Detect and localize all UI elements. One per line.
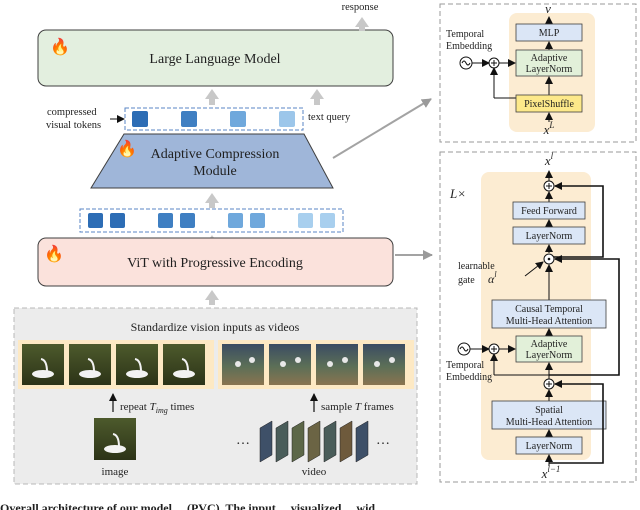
temporal-lower-2: Embedding [446,372,492,383]
llm-label: Large Language Model [149,52,280,67]
adaptive-layernorm-box-lower [515,335,583,363]
token-7 [298,213,313,228]
up-arrow-vit-tokens [205,193,219,208]
token-compressed-1 [132,111,148,127]
ellipsis-left: … [236,433,250,448]
visual-tokens-row [79,208,344,233]
image-frame-3 [116,344,158,385]
video-stack [259,420,369,463]
ellipsis-right: … [376,433,390,448]
flame-icon: 🔥 [50,37,70,56]
image-label: image [102,466,129,478]
figure-caption: Overall architecture of our model ... (P… [0,501,375,510]
adaptive-ln-lower-2: LayerNorm [526,350,573,361]
layer-repeat-label: L× [449,186,466,201]
token-2 [110,213,125,228]
token-4 [180,213,195,228]
compressed-label-1: compressed [47,107,97,118]
adaptive-layernorm-box [515,49,583,77]
compressed-label-2: visual tokens [46,120,101,131]
flame-icon: 🔥 [117,139,137,158]
causal-label-1: Causal Temporal [515,304,583,315]
mlp-label: MLP [539,28,560,39]
token-8 [320,213,335,228]
repeat-label: repeat Timg times [120,401,194,415]
image-frame-4 [163,344,205,385]
layer-input-var: xl−1 [541,464,561,481]
video-frame-2 [269,344,311,385]
vit-label: ViT with Progressive Encoding [127,256,303,271]
spatial-label-2: Multi-Head Attention [506,417,592,428]
input-panel: Standardize vision inputs as videos repe [13,307,418,485]
image-frame-1 [22,344,64,385]
pixelshuffle-label: PixelShuffle [524,99,574,110]
input-image [94,418,136,460]
adaptive-ln-label-1: Adaptive [531,53,568,64]
text-query-label: text query [308,112,351,123]
compression-input-var: xL [543,120,555,137]
spatial-label-1: Spatial [535,405,563,416]
token-5 [228,213,243,228]
flame-icon: 🔥 [44,244,64,263]
response-label: response [342,2,379,13]
llm-block: 🔥 Large Language Model [37,29,394,87]
token-compressed-4 [279,111,295,127]
compression-detail-panel: v MLP Adaptive LayerNorm Temporal Embedd… [439,1,637,143]
token-3 [158,213,173,228]
video-frame-4 [363,344,405,385]
feed-forward-label: Feed Forward [521,206,577,217]
standardize-label: Standardize vision inputs as videos [131,320,300,334]
token-1 [88,213,103,228]
token-compressed-3 [230,111,246,127]
layernorm-label-upper: LayerNorm [526,231,573,242]
vit-layer-detail-panel: L× xl Feed Forward LayerNorm learnable g… [439,151,637,483]
compression-output-var: v [545,1,551,16]
video-frame-3 [316,344,358,385]
gate-label-1: learnable [458,261,495,272]
temporal-label-2: Embedding [446,41,492,52]
up-arrow-tokens [205,89,219,105]
response-arrow: response [342,2,379,31]
image-frame-2 [69,344,111,385]
temporal-label-1: Temporal [446,29,484,40]
layer-output-var: xl [544,151,554,168]
adaptive-ln-label-2: LayerNorm [526,64,573,75]
spatial-attention-box [491,400,607,430]
token-6 [250,213,265,228]
up-arrow-input [205,290,219,305]
sample-label: sample T frames [321,401,394,413]
layernorm-label-lower: LayerNorm [526,441,573,452]
adaptive-ln-lower-1: Adaptive [531,339,568,350]
acm-label-1: Adaptive Compression [151,147,280,162]
gate-var: αl [488,270,497,286]
video-frame-1 [222,344,264,385]
causal-temporal-attention-box [491,299,607,329]
temporal-lower-1: Temporal [446,360,484,371]
adaptive-compression-module: 🔥 Adaptive Compression Module [90,133,334,189]
compressed-tokens-group: compressed visual tokens text query [46,107,351,131]
causal-label-2: Multi-Head Attention [506,316,592,327]
vit-block: 🔥 ViT with Progressive Encoding [37,237,394,287]
acm-zoom-pointer [332,98,432,159]
token-compressed-2 [181,111,197,127]
gate-label-2: gate [458,275,475,286]
up-arrow-text-query [310,89,324,105]
acm-label-2: Module [193,164,237,179]
video-label: video [302,466,327,478]
